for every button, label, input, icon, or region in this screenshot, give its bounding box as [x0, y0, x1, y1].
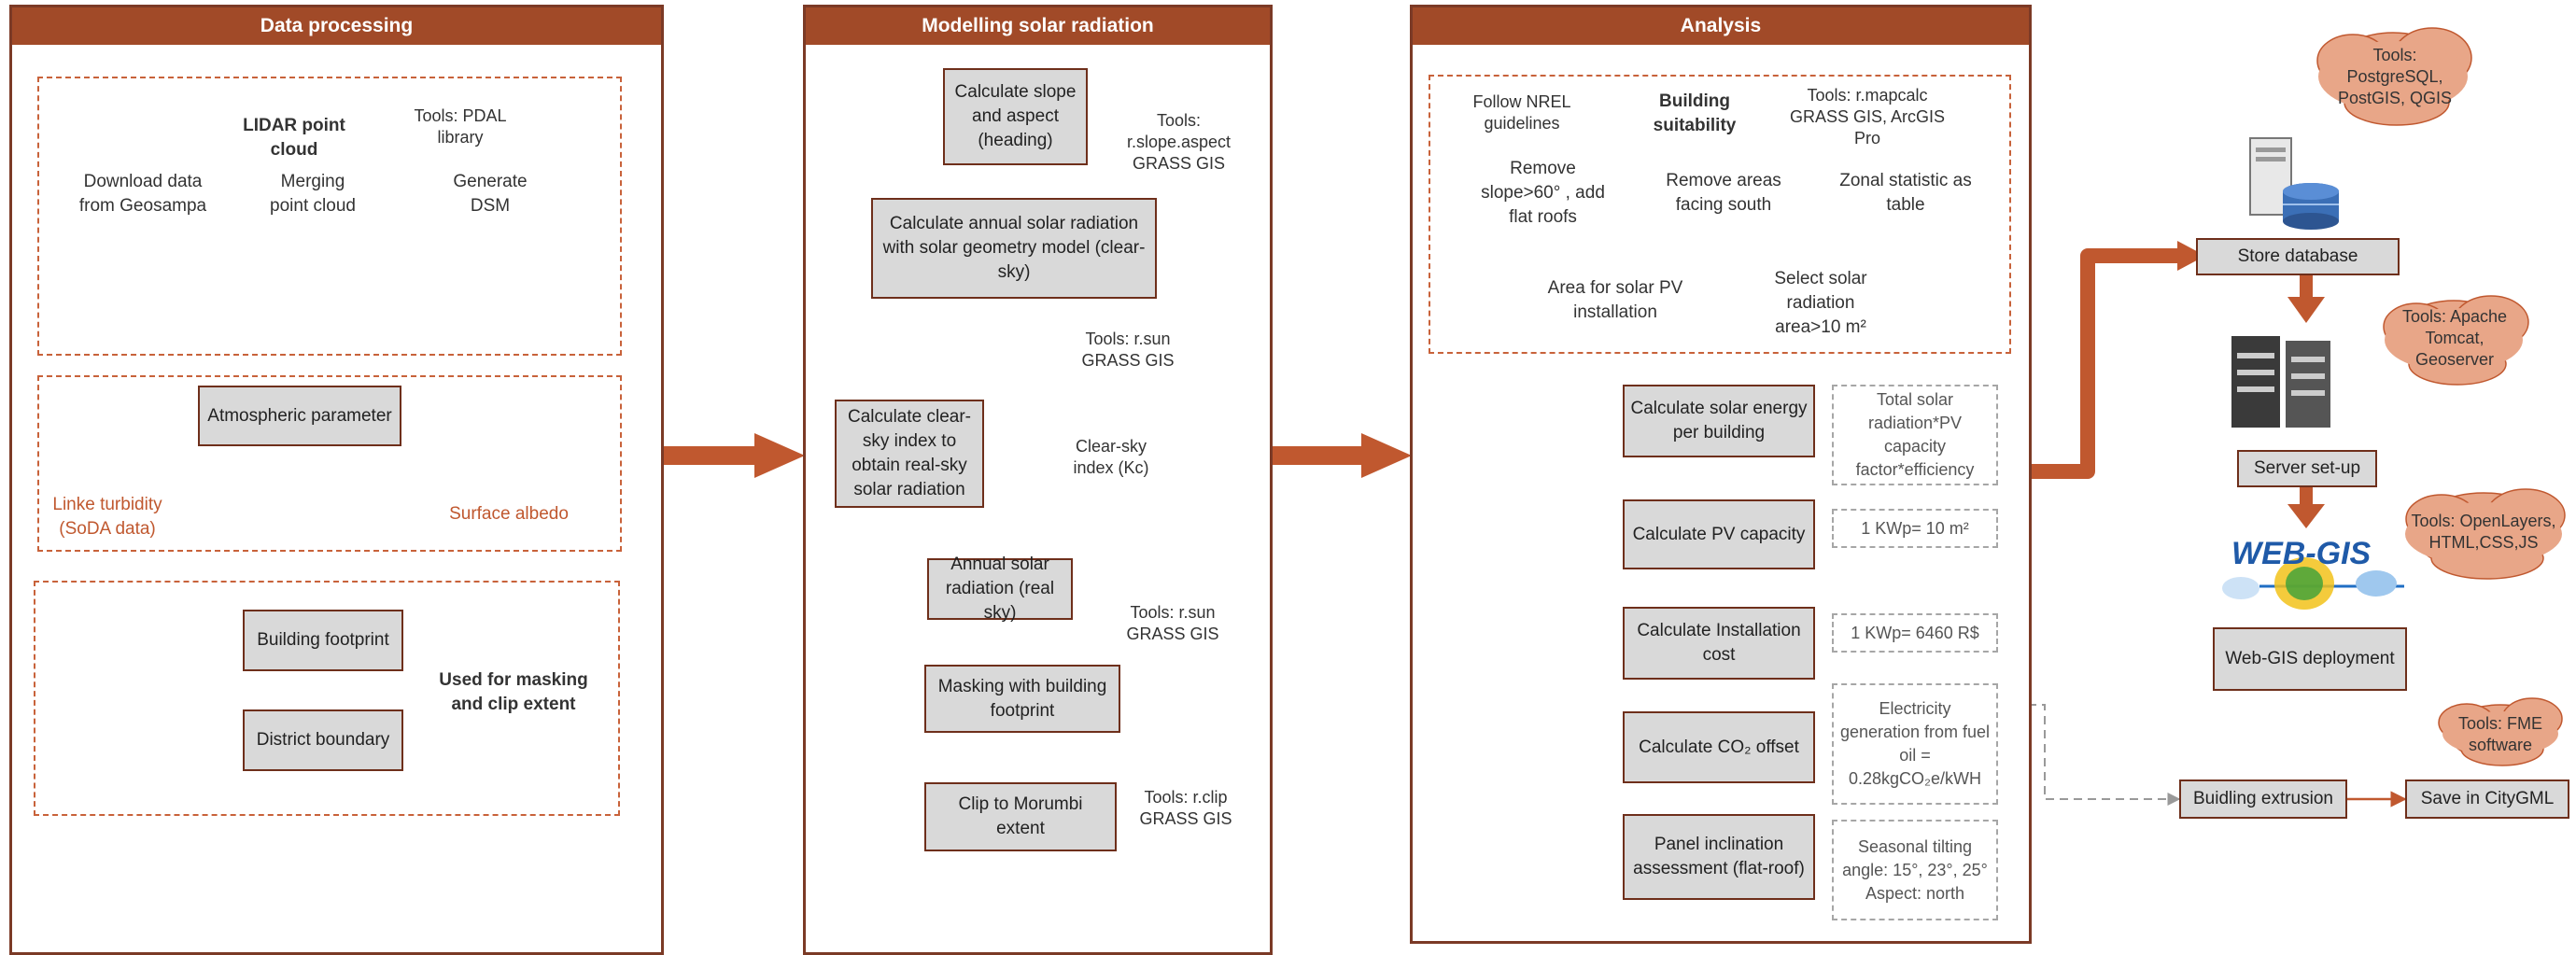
note-co2-line2: 0.28kgCO₂e/kWH: [1848, 769, 1982, 788]
tools-slope: Tools: r.slope.aspect GRASS GIS: [1126, 110, 1232, 173]
tools-server: Tools: Apache Tomcat, Geoserver: [2401, 306, 2508, 369]
masking-group: [34, 581, 620, 816]
note-incl: Seasonal tilting angle: 15°, 23°, 25° As…: [1832, 820, 1998, 920]
webgis-logo-text: WEB-GIS: [2231, 536, 2372, 571]
slope-box: Calculate slope and aspect (heading): [943, 68, 1088, 165]
webgis-box: Web-GIS deployment: [2213, 627, 2407, 691]
generate-text: Generate DSM: [453, 172, 528, 216]
webgis-logo-image: WEB-GIS: [2222, 536, 2404, 610]
tools-fme: Tools: FME software: [2457, 714, 2543, 754]
area-pv-text: Area for solar PV installation: [1547, 278, 1683, 322]
remove-slope-text: Remove slope>60° , add flat roofs: [1481, 159, 1605, 227]
note-pv: 1 KWp= 10 m²: [1832, 509, 1998, 548]
database-image: [2249, 137, 2339, 230]
download-text: Download data from Geosampa: [78, 172, 207, 216]
annual-clear-box: Calculate annual solar radiation with so…: [871, 198, 1157, 299]
tools-rsun2: Tools: r.sun GRASS GIS: [1126, 603, 1219, 643]
merging-text: Merging point cloud: [270, 172, 356, 216]
clear-sky-calc-box: Calculate clear-sky index to obtain real…: [835, 400, 984, 508]
store-database-box: Store database: [2196, 238, 2400, 275]
cloud-fme: [2438, 697, 2563, 766]
tools-web: Tools: OpenLayers, HTML,CSS,JS: [2411, 512, 2556, 552]
panel-title-analysis: Analysis: [1413, 7, 2029, 45]
server-box: Server set-up: [2237, 450, 2377, 487]
web-thick-arrows: [2026, 248, 2185, 479]
calc-energy-box: Calculate solar energy per building: [1623, 385, 1815, 457]
cloud-db: [2316, 27, 2472, 126]
note-co2-line1: Electricity generation from fuel oil =: [1839, 699, 1991, 765]
note-install: 1 KWp= 6460 R$: [1832, 613, 1998, 653]
select-solar-text: Select solar radiation area>10 m²: [1774, 269, 1867, 337]
district-box: District boundary: [243, 709, 403, 771]
suitability-title: Building suitability: [1653, 91, 1737, 135]
annual-real-box: Annual solar radiation (real sky): [927, 555, 1073, 623]
linke-text: Linke turbidity (SoDA data): [52, 495, 162, 539]
clip-box: Clip to Morumbi extent: [924, 782, 1117, 851]
note-incl-line2: Aspect: north: [1865, 883, 1965, 903]
tools-mapcalc: Tools: r.mapcalc GRASS GIS, ArcGIS Pro: [1789, 85, 1946, 147]
masking-note: Used for masking and clip extent: [439, 670, 588, 714]
zonal-text: Zonal statistic as table: [1839, 171, 1972, 215]
note-incl-line1: Seasonal tilting angle: 15°, 23°, 25°: [1842, 836, 1988, 879]
tools-nrel: Follow NREL guidelines: [1472, 92, 1571, 133]
masking-box: Masking with building footprint: [924, 665, 1120, 733]
lidar-title: LIDAR point cloud: [243, 116, 345, 160]
tools-clip: Tools: r.clip GRASS GIS: [1139, 788, 1232, 828]
cloud-web: [2405, 488, 2566, 580]
panel-incl-box: Panel inclination assessment (flat-roof): [1623, 814, 1815, 900]
extrusion-box: Buidling extrusion: [2179, 779, 2347, 819]
suitability-group: [1429, 75, 2011, 354]
lidar-group: [37, 77, 622, 356]
panel-title-data-processing: Data processing: [12, 7, 661, 45]
calc-co2-box: Calculate CO₂ offset: [1623, 711, 1815, 783]
big-arrows: [655, 433, 1412, 478]
atmospheric-box: Atmospheric parameter: [198, 386, 401, 446]
note-energy: Total solar radiation*PV capacity factor…: [1832, 385, 1998, 485]
tools-rsun1: Tools: r.sun GRASS GIS: [1081, 330, 1175, 370]
panel-title-modelling: Modelling solar radiation: [806, 7, 1270, 45]
citygml-box: Save in CityGML: [2405, 779, 2569, 819]
cloud-server: [2383, 295, 2529, 386]
calc-install-box: Calculate Installation cost: [1623, 607, 1815, 680]
footprint-box: Building footprint: [243, 610, 403, 671]
tools-pdal: Tools: PDAL library: [414, 106, 507, 147]
calc-pv-box: Calculate PV capacity: [1623, 499, 1815, 569]
tools-db: Tools: PostgreSQL, PostGIS, QGIS: [2337, 45, 2453, 107]
albedo-text: Surface albedo: [449, 504, 569, 524]
note-co2: Electricity generation from fuel oil = 0…: [1832, 683, 1998, 805]
server-image: [2231, 336, 2330, 428]
atmospheric-group: [37, 375, 622, 552]
clear-sky-index: Clear-sky index (Kc): [1073, 437, 1149, 477]
remove-south-text: Remove areas facing south: [1666, 171, 1781, 215]
panel-analysis: Analysis: [1410, 5, 2032, 944]
panel-data-processing: Data processing: [9, 5, 664, 955]
